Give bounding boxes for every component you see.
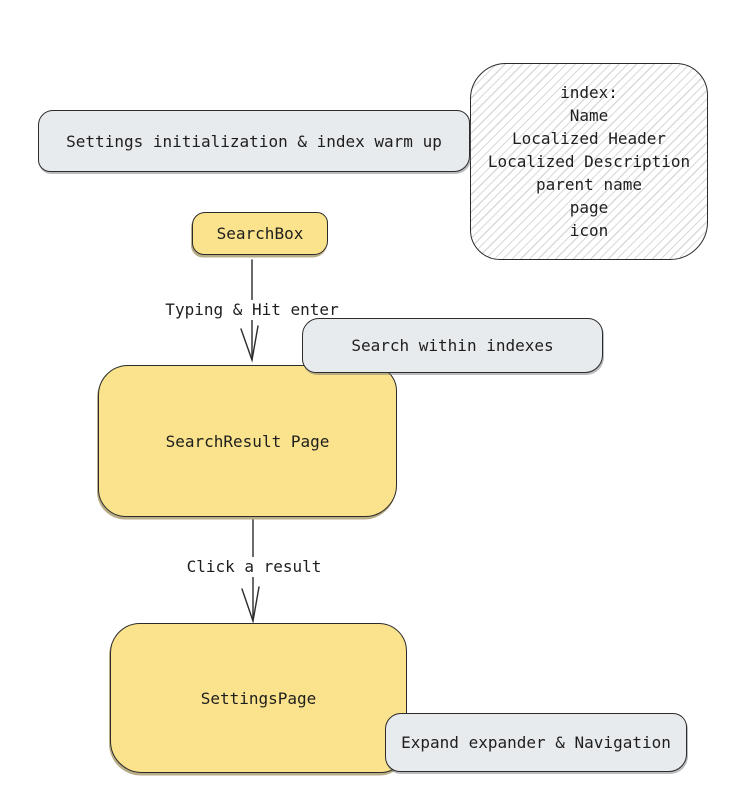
index-info-line: Localized Header [511, 129, 667, 148]
node-index-info: index: Name Localized Header Localized D… [470, 63, 708, 260]
index-info-line: Localized Description [487, 152, 691, 171]
index-info-line: Name [569, 106, 609, 125]
index-info-line: parent name [536, 175, 642, 194]
index-info-line: index: [560, 83, 618, 102]
node-settings-initialization-label: Settings initialization & index warm up [66, 131, 442, 151]
node-search-within-indexes-label: Search within indexes [351, 336, 554, 355]
index-info-line: page [569, 198, 609, 217]
node-searchbox-label: SearchBox [216, 224, 304, 243]
node-settingspage-label: SettingsPage [200, 688, 317, 708]
node-settings-initialization: Settings initialization & index warm up [38, 110, 470, 172]
node-expand-navigation-label: Expand expander & Navigation [401, 733, 671, 752]
edge-label-typing: Typing & Hit enter [162, 300, 342, 320]
node-expand-navigation: Expand expander & Navigation [385, 713, 687, 772]
node-settingspage: SettingsPage [110, 623, 407, 773]
node-searchresult-page: SearchResult Page [98, 365, 397, 517]
edge-label-click-result-text: Click a result [186, 557, 322, 576]
node-searchresult-page-label: SearchResult Page [165, 431, 330, 451]
index-info-line: icon [569, 221, 609, 240]
edge-label-click-result: Click a result [183, 557, 325, 577]
node-search-within-indexes: Search within indexes [302, 318, 603, 373]
edge-label-typing-text: Typing & Hit enter [165, 300, 339, 319]
node-searchbox: SearchBox [192, 212, 328, 255]
